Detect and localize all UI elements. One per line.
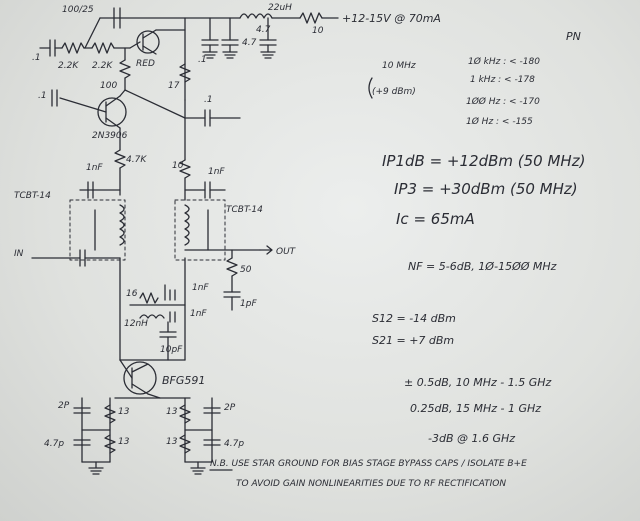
label-top-cap: 100/25 (62, 5, 94, 15)
label-r-led: 100 (100, 81, 117, 91)
label-c-top1: .1 (198, 55, 207, 65)
label-xfmr-right: TCBT-14 (226, 205, 263, 215)
label-c-10pf: 10pF (160, 345, 183, 355)
feedback-network (129, 284, 186, 361)
label-xfmr-left: TCBT-14 (14, 191, 51, 201)
label-supply: +12-15V @ 70mA (342, 12, 441, 25)
spec-flatness-1: ± 0.5dB, 10 MHz - 1.5 GHz (404, 376, 552, 389)
label-c-top2: 4.7 (242, 38, 257, 48)
spec-ip3: IP3 = +30dBm (50 MHz) (394, 180, 578, 198)
label-c-bias-in: .1 (38, 91, 47, 101)
pn-row-4: 1Ø Hz : < -155 (466, 116, 533, 127)
label-c-1pf: 1pF (240, 299, 257, 309)
label-r-supply: 10 (312, 26, 324, 36)
bias-divider (39, 17, 191, 161)
pnp-transistor (51, 89, 241, 151)
label-r-left2: 2.2K (92, 61, 113, 71)
label-led: RED (136, 59, 155, 69)
label-r-17: 17 (168, 81, 180, 91)
label-input: IN (14, 249, 24, 259)
transformers (69, 199, 226, 261)
label-left-47p: 4.7p (44, 439, 64, 449)
spec-flatness-2: 0.25dB, 15 MHz - 1 GHz (410, 402, 541, 415)
label-l-12nh: 12nH (124, 319, 148, 329)
label-right-13a: 13 (166, 407, 178, 417)
label-r-47k: 4.7K (126, 155, 147, 165)
label-r-left1: 2.2K (58, 61, 79, 71)
label-left-13a: 13 (118, 407, 130, 417)
signal-path (31, 245, 273, 361)
pn-title: PN (566, 30, 581, 43)
label-right-47p: 4.7p (224, 439, 244, 449)
label-r-16: 16 (126, 289, 138, 299)
spec-nf: NF = 5-6dB, 1Ø-15ØØ MHz (408, 260, 557, 273)
label-pnp: 2N3906 (92, 131, 128, 141)
spec-flatness-3: -3dB @ 1.6 GHz (428, 432, 515, 445)
pn-row-2: 1 kHz : < -178 (470, 75, 535, 85)
label-c-left1: .1 (32, 53, 41, 63)
label-c-bias-out: .1 (204, 95, 213, 105)
label-c-1nf-left: 1nF (86, 163, 103, 173)
pn-freq: 10 MHz (382, 61, 416, 71)
spec-ip1db: IP1dB = +12dBm (50 MHz) (382, 152, 585, 170)
label-left-13b: 13 (118, 437, 130, 447)
label-r-10: 10 (172, 161, 184, 171)
pn-row-3: 1ØØ Hz : < -170 (466, 96, 540, 107)
pn-row-1: 1Ø kHz : < -180 (468, 56, 540, 67)
label-right-2p: 2P (224, 403, 236, 413)
label-choke: 22uH (268, 3, 292, 13)
label-output: OUT (276, 247, 297, 257)
pn-level: (+9 dBm) (372, 87, 416, 97)
spec-s12: S12 = -14 dBm (372, 312, 456, 325)
label-c-1nf-mid: 1nF (192, 283, 209, 293)
label-c-1nf-mid2: 1nF (190, 309, 207, 319)
bfg591-transistor (114, 359, 191, 399)
note-line-2: TO AVOID GAIN NONLINEARITIES DUE TO RF R… (236, 479, 506, 489)
spec-ic: Ic = 65mA (396, 210, 475, 228)
label-c-top3: 4.7 (256, 25, 271, 35)
label-r-50: 50 (240, 265, 252, 275)
label-c-1nf-right: 1nF (208, 167, 225, 177)
label-left-2p: 2P (58, 401, 70, 411)
collector-feed (79, 149, 226, 201)
note-line-1: N.B. USE STAR GROUND FOR BIAS STAGE BYPA… (210, 459, 527, 469)
pn-bracket (368, 77, 373, 99)
label-right-13b: 13 (166, 437, 178, 447)
spec-s21: S21 = +7 dBm (372, 334, 454, 347)
emitter-networks (73, 397, 221, 475)
label-transistor: BFG591 (162, 374, 205, 387)
supply-rail (99, 7, 339, 101)
